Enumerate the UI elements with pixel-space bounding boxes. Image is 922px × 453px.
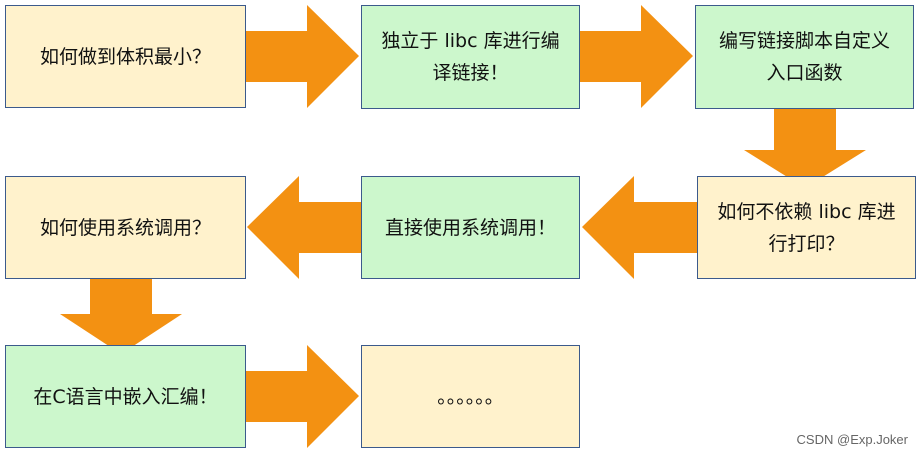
step-text: 编写链接脚本自定义入口函数: [718, 30, 890, 84]
arrow-right-3: [245, 345, 359, 448]
step-text: 独立于 libc 库进行编译链接！: [381, 30, 560, 84]
arrow-left-2: [247, 176, 363, 279]
step-box-3: 编写链接脚本自定义入口函数: [695, 5, 914, 109]
step-box-8: 。。。。。。: [361, 345, 580, 448]
step-text: 。。。。。。: [437, 385, 504, 408]
step-box-2: 独立于 libc 库进行编译链接！: [361, 5, 580, 109]
step-text: 如何使用系统调用？: [39, 216, 211, 239]
step-box-7: 在C语言中嵌入汇编！: [5, 345, 246, 448]
step-box-5: 直接使用系统调用！: [361, 176, 580, 279]
step-text: 如何不依赖 libc 库进行打印？: [717, 200, 896, 255]
step-box-4: 如何不依赖 libc 库进行打印？: [697, 176, 916, 279]
arrow-left-1: [582, 176, 698, 279]
arrow-right-2: [579, 5, 693, 108]
arrow-down-1: [744, 108, 866, 188]
arrow-right-1: [245, 5, 359, 108]
arrow-down-2: [60, 270, 182, 354]
watermark: CSDN @Exp.Joker: [796, 432, 908, 447]
step-text: 直接使用系统调用！: [384, 216, 556, 239]
step-box-1: 如何做到体积最小？: [5, 5, 246, 108]
step-text: 在C语言中嵌入汇编！: [33, 385, 218, 408]
step-text: 如何做到体积最小？: [39, 45, 211, 68]
step-box-6: 如何使用系统调用？: [5, 176, 246, 279]
